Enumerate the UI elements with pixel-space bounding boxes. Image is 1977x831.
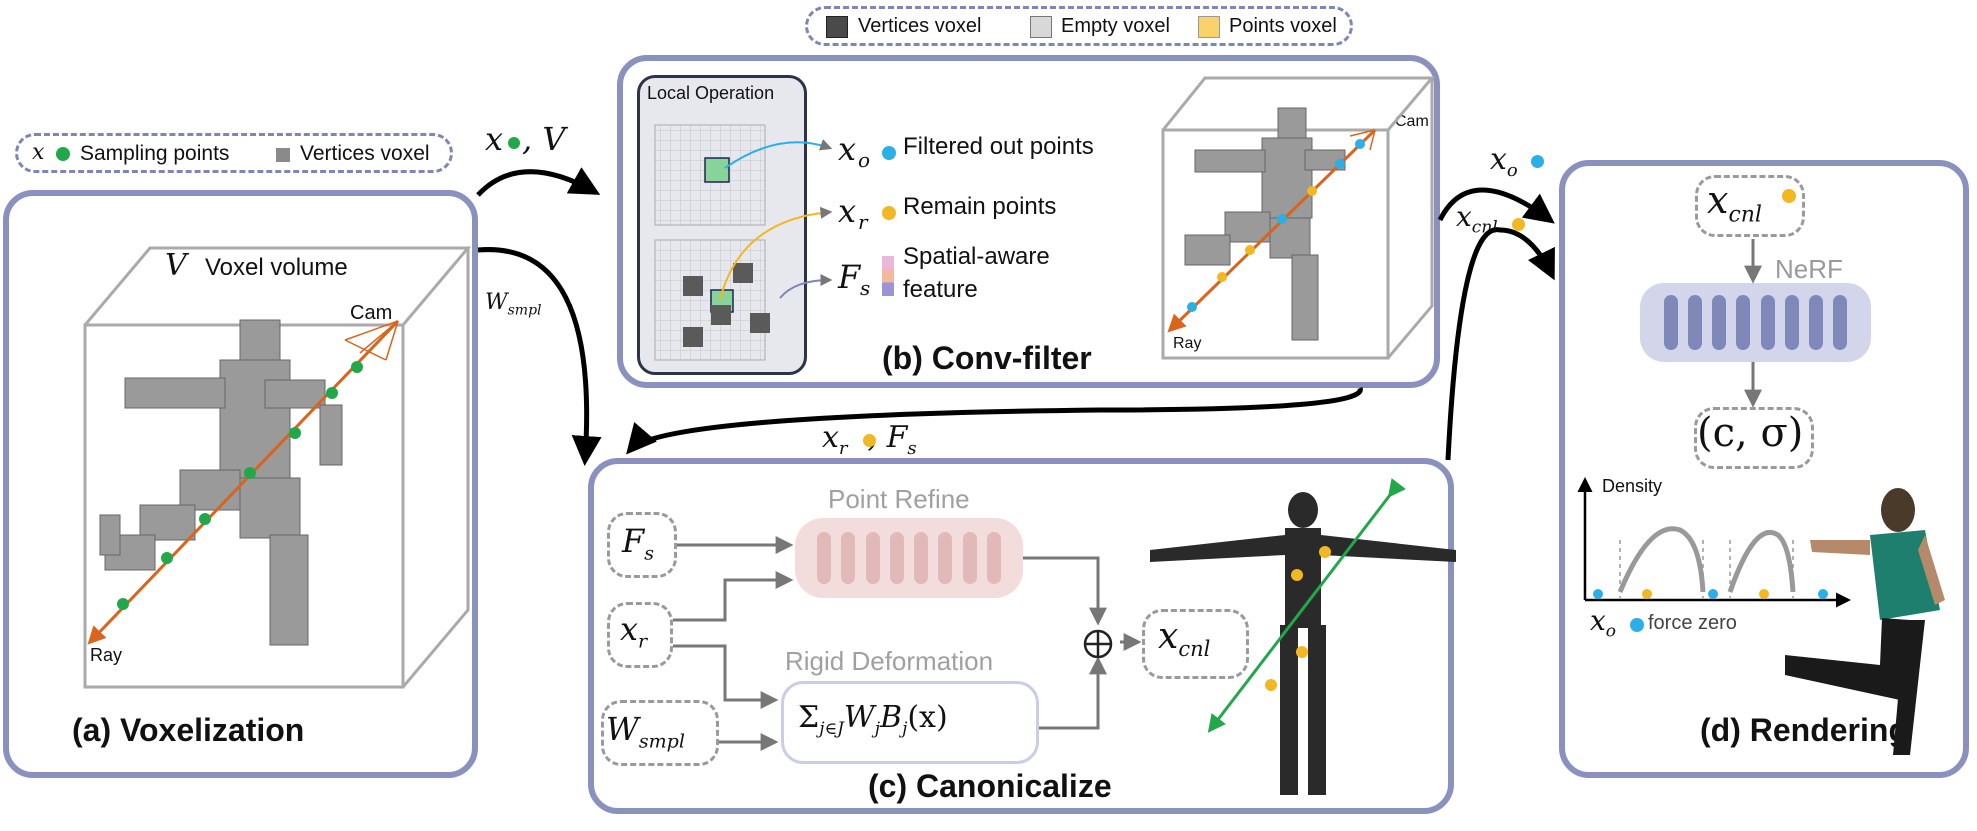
xr-symbol: x — [838, 192, 857, 230]
force-zero-x: xo — [1590, 604, 1617, 642]
arrow-xcnl-label: xcnl — [1456, 200, 1498, 238]
panel-a-title: (a) Voxelization — [72, 712, 305, 748]
legend-left: x Sampling points Vertices voxel — [15, 133, 453, 173]
nerf-output: (c, σ) — [1697, 410, 1804, 456]
t-pose-mesh — [1150, 492, 1456, 795]
rigid-deformation-block — [781, 681, 1039, 764]
xo-subscript: o — [858, 148, 871, 172]
rigid-formula: Σj∈JWjBj(x) — [798, 700, 948, 739]
xr-input: xr — [620, 610, 648, 653]
arrow-xr-yellow-dot — [863, 434, 876, 447]
arrow-x-v-label: x — [485, 120, 504, 158]
xcnl-input-box-d — [1695, 175, 1805, 237]
canonical-ray — [1207, 478, 1406, 733]
arrow-c-to-d — [1445, 227, 1555, 461]
ray-points-b — [1187, 139, 1365, 312]
panel-d-title: (d) Rendering — [1700, 712, 1908, 748]
arrow-v-label: , V — [522, 120, 566, 158]
spatial-label-line1: Spatial-aware — [903, 243, 1050, 270]
force-zero-dot — [1630, 618, 1644, 632]
force-zero-label: force zero — [1648, 612, 1737, 634]
local-operation-label: Local Operation — [647, 83, 775, 103]
voxel-volume-label: Voxel volume — [205, 254, 348, 281]
arrow-wsmpl-label: Wsmpl — [485, 290, 542, 319]
vertices-voxel-icon — [276, 148, 290, 162]
point-refine-block — [795, 518, 1023, 598]
cam-label-b: Cam — [1395, 113, 1429, 130]
nerf-label: NeRF — [1775, 254, 1843, 284]
plus-operator — [1083, 629, 1113, 659]
panel-c-title: (c) Canonicalize — [868, 768, 1112, 804]
arrow-xo-label: xo — [1490, 142, 1518, 181]
rendered-person — [1785, 488, 1945, 755]
arrow-b-to-c — [626, 386, 1363, 455]
voxel-box-b — [1161, 76, 1436, 360]
xcnl-input-d: xcnl — [1707, 178, 1762, 228]
filtered-label: Filtered out points — [903, 133, 1094, 160]
output-box — [1694, 407, 1814, 469]
link-remain — [719, 206, 833, 301]
nerf-block — [1640, 283, 1871, 362]
sampling-points-a — [117, 361, 363, 610]
voxel-volume-symbol: V — [165, 248, 187, 283]
wsmpl-input: Wsmpl — [606, 710, 685, 753]
legend-vertices-label: Vertices voxel — [858, 15, 982, 37]
link-filtered — [724, 139, 833, 169]
canonicalize-flow — [673, 536, 1142, 751]
camera-a — [344, 320, 399, 361]
filtered-point-icon — [882, 146, 896, 160]
link-feature — [779, 274, 833, 299]
voxel-human-b — [1184, 107, 1346, 341]
point-refine-label: Point Refine — [828, 484, 970, 514]
legend-points-label: Points voxel — [1229, 15, 1337, 37]
xo-symbol: x — [838, 130, 857, 168]
xcnl-yellow-dot — [1782, 189, 1796, 203]
ray-label-b: Ray — [1173, 335, 1202, 352]
canonical-points — [1265, 546, 1331, 691]
remain-label: Remain points — [903, 193, 1057, 220]
arrow-a-to-b — [476, 167, 601, 197]
legend-sampling-label: Sampling points — [80, 142, 230, 165]
legend-vertices-label: Vertices voxel — [300, 142, 430, 165]
xr-input-box — [607, 602, 673, 668]
fs-input-box — [607, 512, 677, 578]
cam-label: Cam — [350, 302, 393, 324]
points-voxel-icon — [1198, 16, 1220, 38]
rigid-deformation-label: Rigid Deformation — [785, 646, 994, 676]
density-plot — [1577, 477, 1851, 608]
local-op-grid-top — [654, 124, 766, 226]
remain-point-icon — [882, 206, 896, 220]
ray-label: Ray — [90, 645, 123, 665]
vertices-voxel-icon — [826, 16, 848, 38]
local-op-grid-bottom — [654, 239, 770, 361]
xcnl-output: xcnl — [1158, 616, 1211, 662]
empty-voxel-icon — [1030, 16, 1052, 38]
arrow-x-green-dot — [508, 137, 520, 149]
fs-subscript: s — [860, 276, 871, 300]
feature-stack-icon — [882, 256, 894, 296]
arrow-b-to-d — [1437, 187, 1555, 224]
arrow-xo-blue-dot — [1531, 155, 1544, 168]
spatial-label-line2: feature — [903, 276, 978, 303]
density-label: Density — [1602, 476, 1663, 496]
panel-b-title: (b) Conv-filter — [882, 340, 1092, 376]
arrow-a-to-c — [477, 247, 602, 466]
legend-empty-label: Empty voxel — [1061, 15, 1170, 37]
legend-x-symbol: x — [32, 140, 45, 165]
sampling-point-icon — [56, 147, 70, 161]
wsmpl-input-box — [601, 700, 719, 766]
voxel-human-a — [99, 319, 343, 646]
legend-top: Vertices voxel Empty voxel Points voxel — [805, 6, 1353, 46]
fs-symbol: F — [838, 258, 861, 296]
ray-line-a — [87, 319, 400, 645]
arrow-xcnl-yellow-dot — [1512, 218, 1525, 231]
xr-subscript: r — [858, 210, 868, 234]
fs-input: Fs — [622, 522, 654, 565]
